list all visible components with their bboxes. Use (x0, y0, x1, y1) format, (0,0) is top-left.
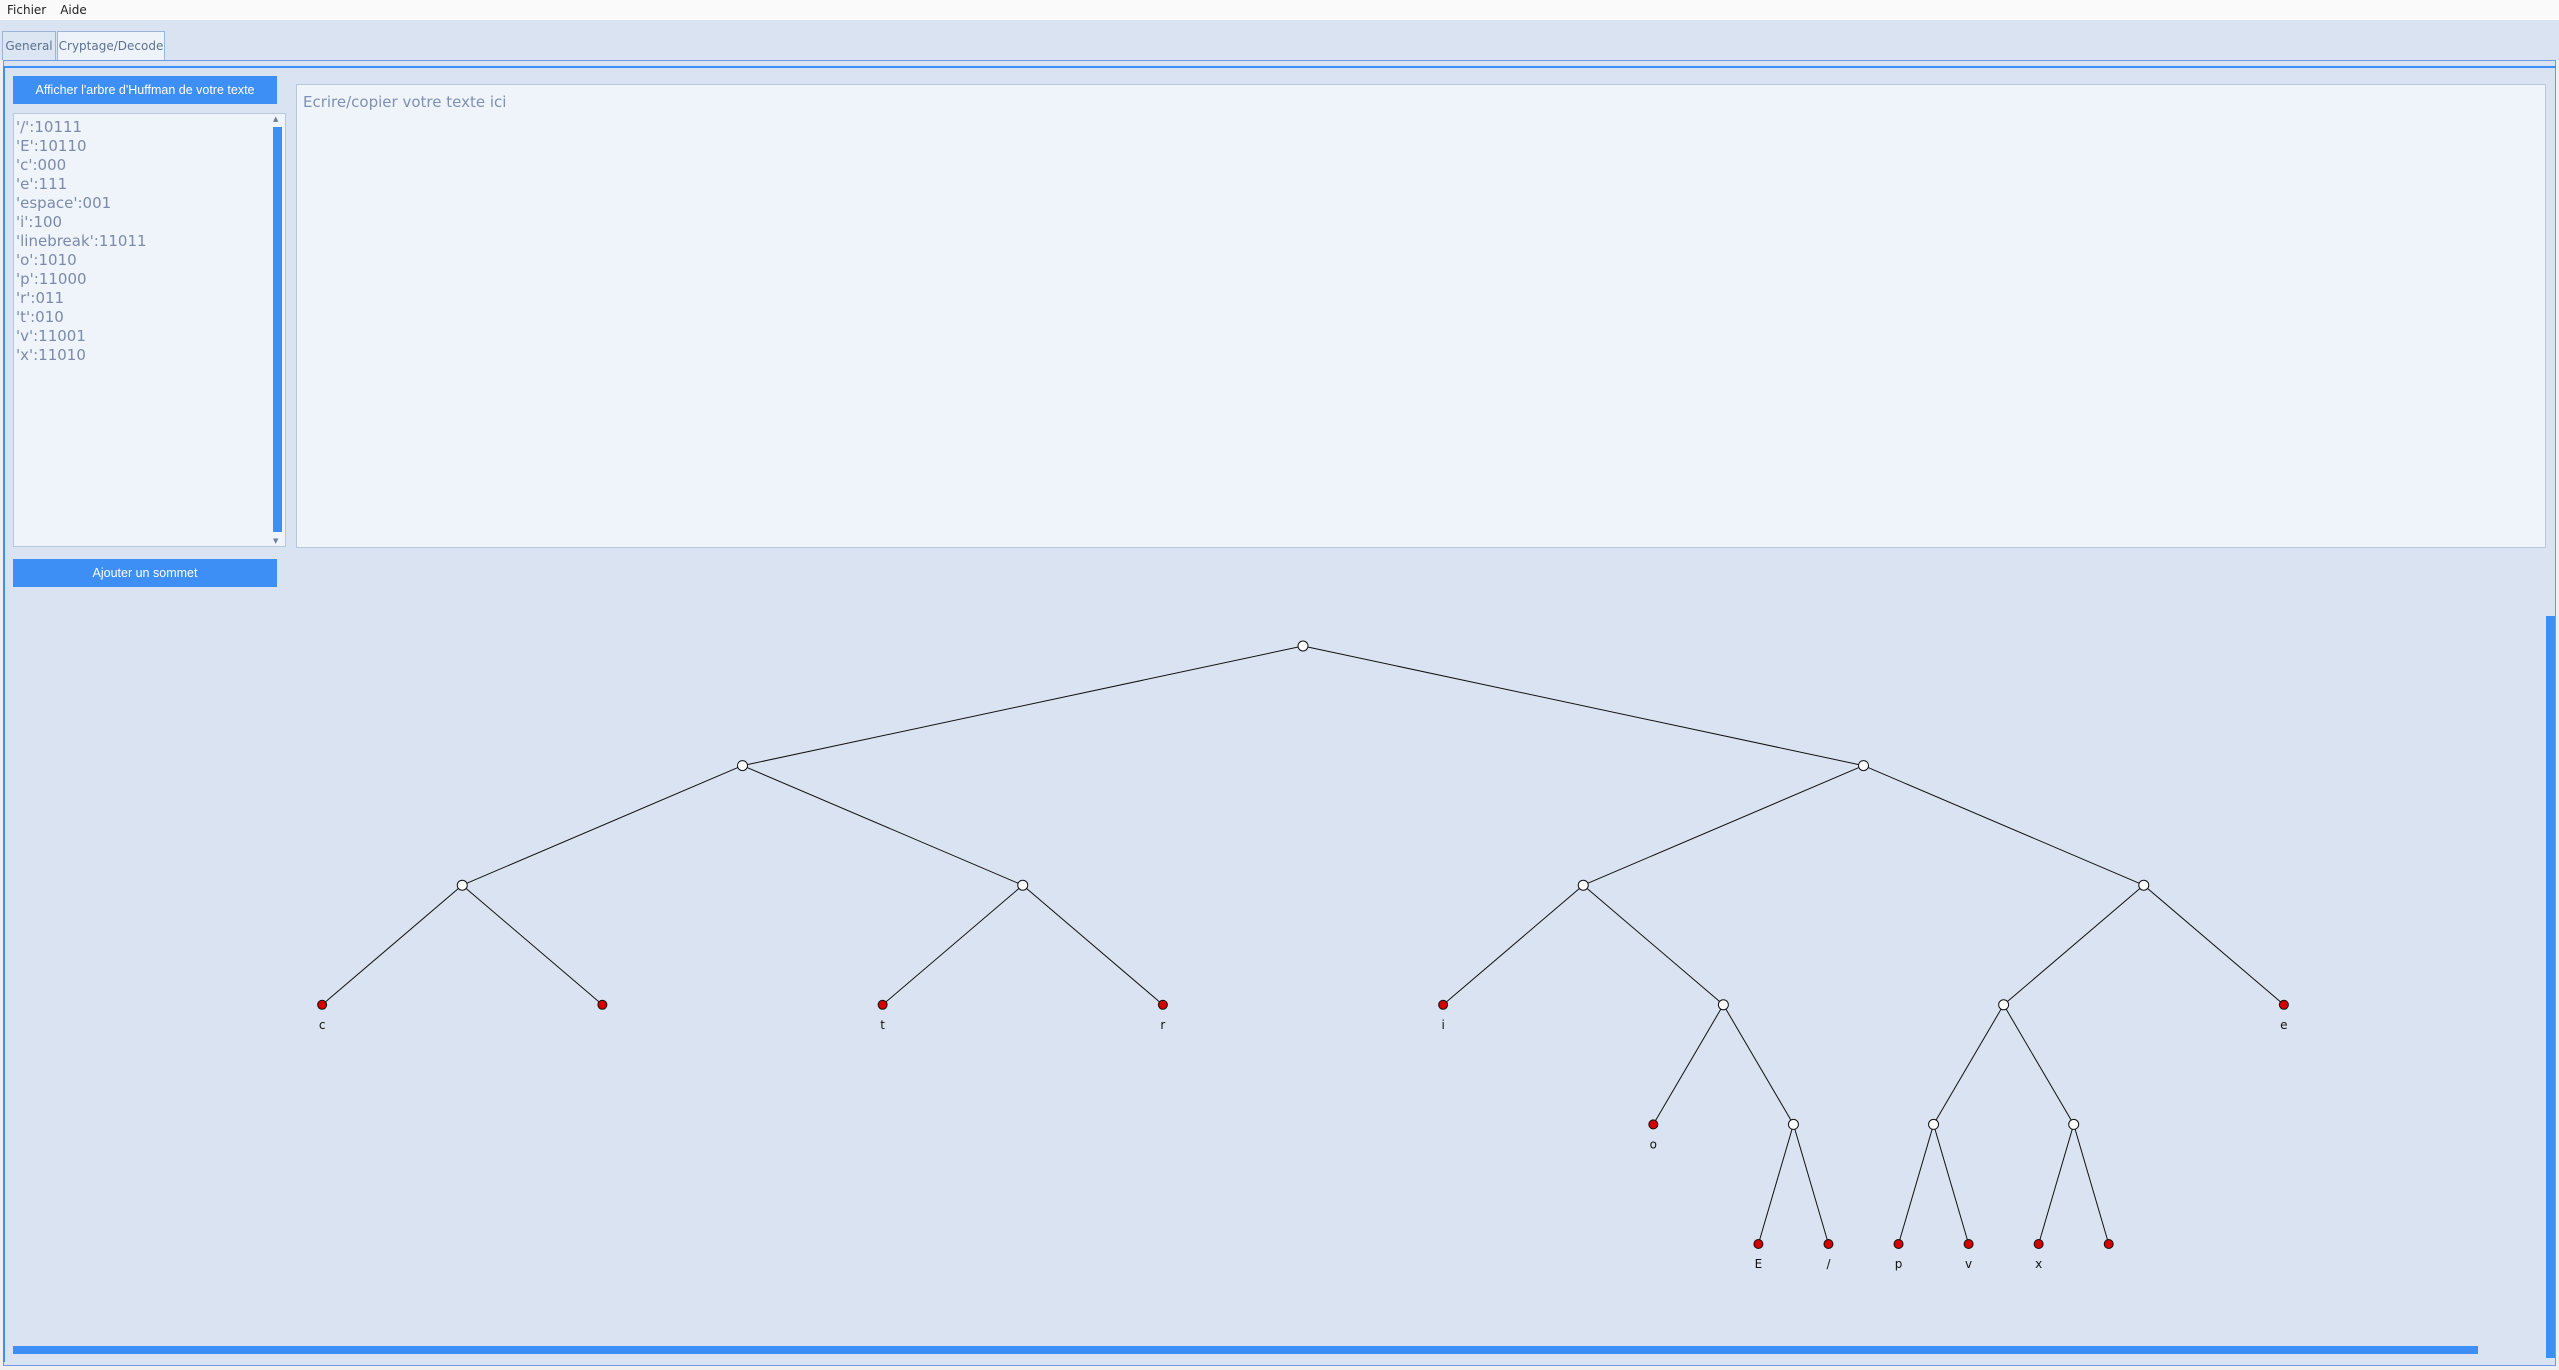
tree-edge (1898, 1124, 1935, 1245)
tree-leaf-node[interactable] (1648, 1119, 1659, 1130)
tree-leaf-label: v (1965, 1257, 1972, 1271)
tree-internal-node[interactable] (2068, 1118, 2080, 1130)
scroll-up-icon[interactable]: ▲ (273, 115, 279, 123)
show-huffman-tree-button[interactable]: Afficher l'arbre d'Huffman de votre text… (13, 76, 277, 104)
tree-leaf-label: r (1160, 1018, 1165, 1032)
tree-internal-node[interactable] (1787, 1118, 1799, 1130)
code-list-items: '/':10111'E':10110'c':000'e':111'espace'… (16, 118, 147, 365)
canvas-vertical-scrollbar[interactable] (2544, 598, 2556, 1358)
horizontal-scroll-thumb[interactable] (13, 1346, 2478, 1354)
tree-edge (1302, 645, 1864, 767)
tree-leaf-label: E (1755, 1257, 1763, 1271)
code-list-item[interactable]: 't':010 (16, 308, 64, 326)
tree-edge (2143, 884, 2285, 1006)
code-list-item[interactable]: 'p':11000 (16, 270, 87, 288)
tree-edge (321, 884, 463, 1006)
tree-leaf-label: p (1895, 1257, 1903, 1271)
code-list-item[interactable]: 'o':1010 (16, 251, 77, 269)
tree-leaf-label: e (2280, 1018, 2287, 1032)
tree-edge (2038, 1124, 2075, 1245)
tree-edge (1757, 1124, 1794, 1245)
text-input-placeholder: Ecrire/copier votre texte ici (303, 93, 507, 111)
tree-internal-node[interactable] (2138, 879, 2150, 891)
code-list-item[interactable]: 'v':11001 (16, 327, 86, 345)
tree-edge (742, 765, 1023, 886)
tree-leaf-label: t (880, 1018, 885, 1032)
tree-edge (2003, 1004, 2075, 1125)
tab-general[interactable]: General (2, 31, 56, 60)
tree-leaf-node[interactable] (1157, 999, 1168, 1010)
code-list-item[interactable]: 'c':000 (16, 156, 67, 174)
canvas-horizontal-scrollbar[interactable] (5, 1344, 2545, 1355)
scroll-down-icon[interactable]: ▼ (273, 537, 279, 545)
tree-edge (1442, 884, 1584, 1006)
tree-leaf-node[interactable] (877, 999, 888, 1010)
add-node-button[interactable]: Ajouter un sommet (13, 559, 277, 587)
tree-leaf-node[interactable] (1753, 1239, 1764, 1249)
tree-edge (882, 884, 1024, 1006)
code-list-scrollbar[interactable]: ▲ ▼ (272, 115, 283, 545)
tree-edge (1022, 884, 1164, 1006)
tree-edge (2073, 1124, 2110, 1245)
huffman-code-list[interactable]: '/':10111'E':10110'c':000'e':111'espace'… (13, 113, 286, 547)
tree-edge (1933, 1124, 1970, 1245)
tree-leaf-node[interactable] (1438, 999, 1449, 1010)
tree-edge (1863, 765, 2144, 886)
panel-left-border (3, 66, 5, 1362)
tree-edge (2003, 884, 2145, 1006)
menu-bar: Fichier Aide (0, 0, 2559, 20)
code-list-item[interactable]: 'i':100 (16, 213, 63, 231)
tree-leaf-label: c (319, 1018, 326, 1032)
code-list-item[interactable]: 'r':011 (16, 289, 65, 307)
tree-leaf-node[interactable] (1893, 1239, 1904, 1249)
tab-strip: General Cryptage/Decode (0, 20, 2559, 60)
tree-leaf-node[interactable] (597, 999, 608, 1010)
tab-cryptage-decode[interactable]: Cryptage/Decode (57, 31, 165, 60)
code-list-item[interactable]: 'linebreak':11011 (16, 232, 147, 250)
tree-internal-node[interactable] (1998, 999, 2010, 1011)
tree-internal-node[interactable] (1717, 999, 1729, 1011)
tree-leaf-node[interactable] (317, 999, 328, 1010)
tree-leaf-node[interactable] (2103, 1239, 2114, 1249)
tree-internal-node[interactable] (1928, 1118, 1940, 1130)
tree-internal-node[interactable] (1858, 760, 1869, 772)
tree-edge (1722, 1004, 1794, 1125)
tree-internal-node[interactable] (1017, 879, 1029, 891)
tree-internal-node[interactable] (1297, 640, 1309, 652)
tree-leaf-node[interactable] (2278, 999, 2289, 1010)
tree-edge (461, 884, 603, 1006)
tree-internal-node[interactable] (737, 760, 748, 772)
tree-edge (1582, 884, 1724, 1006)
tree-leaf-label: o (1650, 1137, 1657, 1151)
tree-leaf-node[interactable] (1963, 1239, 1974, 1249)
panel-top-border (5, 66, 2556, 68)
tree-edge (462, 765, 743, 886)
text-input-area[interactable]: Ecrire/copier votre texte ici (296, 84, 2546, 548)
menu-aide[interactable]: Aide (60, 3, 87, 17)
tree-internal-node[interactable] (456, 879, 468, 891)
code-list-scroll-thumb[interactable] (273, 127, 282, 532)
tree-leaf-node[interactable] (1823, 1239, 1834, 1249)
tree-edge (1792, 1124, 1829, 1245)
tree-leaf-label: x (2035, 1257, 2042, 1271)
tree-leaf-label: / (1826, 1257, 1831, 1271)
code-list-item[interactable]: '/':10111 (16, 118, 83, 136)
vertical-scroll-thumb[interactable] (2546, 616, 2555, 1358)
tree-edge (1583, 765, 1864, 886)
code-list-item[interactable]: 'x':11010 (16, 346, 86, 364)
tree-leaf-node[interactable] (2033, 1239, 2044, 1249)
tree-edge (1933, 1004, 2005, 1125)
menu-fichier[interactable]: Fichier (7, 3, 47, 17)
code-list-item[interactable]: 'E':10110 (16, 137, 87, 155)
tree-internal-node[interactable] (1577, 879, 1589, 891)
code-list-item[interactable]: 'e':111 (16, 175, 68, 193)
tree-leaf-label: i (1441, 1018, 1444, 1032)
tree-edge (742, 645, 1304, 767)
tree-edge (1652, 1004, 1724, 1125)
code-list-item[interactable]: 'espace':001 (16, 194, 112, 212)
